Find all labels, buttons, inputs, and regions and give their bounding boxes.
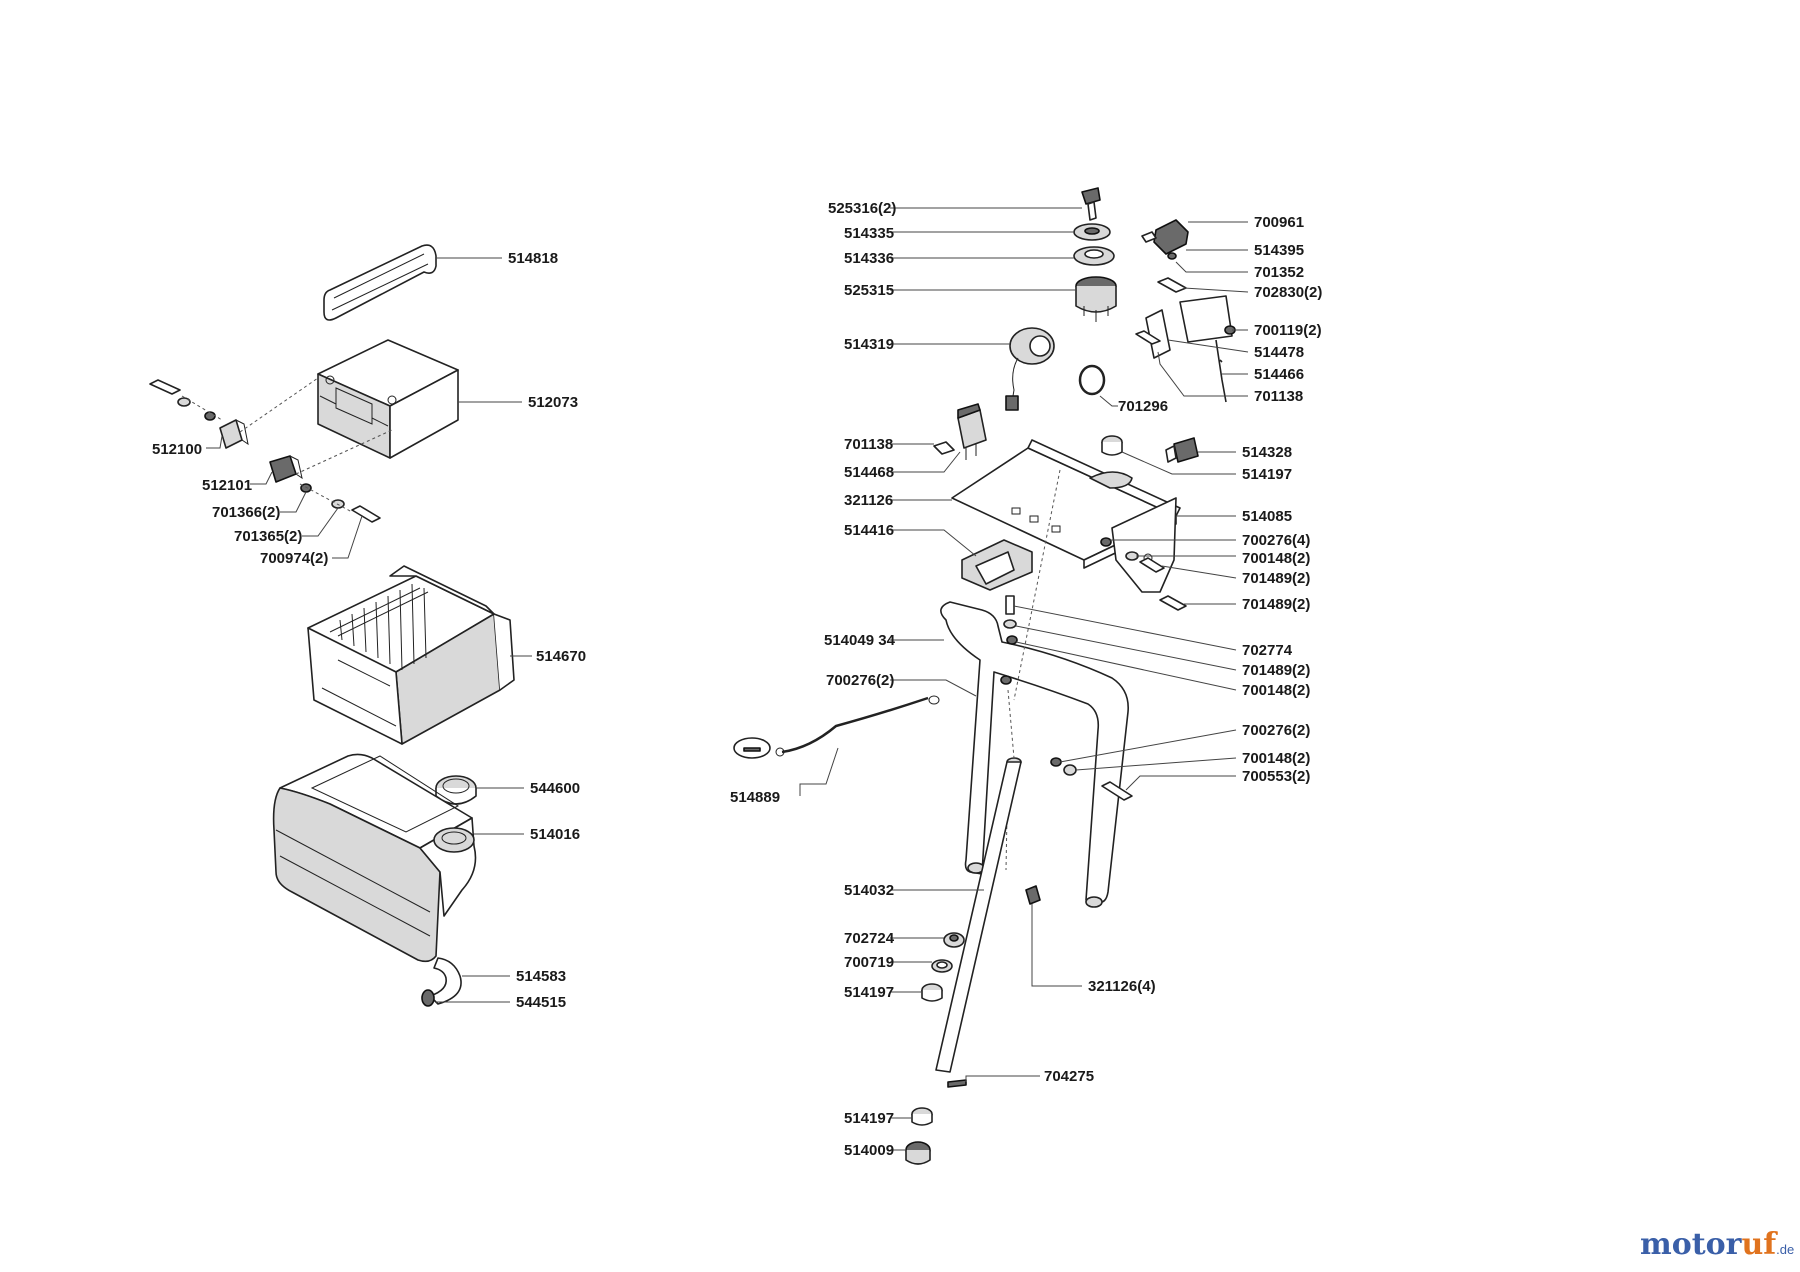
label-514049-34: 514049 34 [824, 632, 896, 649]
label-514335: 514335 [844, 225, 894, 242]
label-702774: 702774 [1242, 642, 1293, 659]
battery-strap-part [323, 244, 437, 321]
label-700276-right: 700276(2) [1242, 722, 1310, 739]
label-514009: 514009 [844, 1142, 894, 1159]
label-544515: 544515 [516, 994, 566, 1011]
end-gear-part [905, 1141, 931, 1165]
label-514032: 514032 [844, 882, 894, 899]
handle-bolts-part [1000, 595, 1018, 685]
label-514818: 514818 [508, 250, 558, 267]
label-700276-4: 700276(4) [1242, 532, 1310, 549]
label-701352: 701352 [1254, 264, 1304, 281]
label-700974: 700974(2) [260, 550, 328, 567]
ignition-washer-part [1073, 246, 1115, 266]
label-512073: 512073 [528, 394, 578, 411]
label-704275: 704275 [1044, 1068, 1094, 1085]
label-700961: 700961 [1254, 214, 1304, 231]
label-700719: 700719 [844, 954, 894, 971]
logo-text-uf: uf [1741, 1227, 1778, 1262]
label-514197-top: 514197 [1242, 466, 1292, 483]
cable-holder-part [961, 539, 1033, 591]
label-701489-a: 701489(2) [1242, 570, 1310, 587]
label-514478: 514478 [1254, 344, 1304, 361]
label-701489-b: 701489(2) [1242, 596, 1310, 613]
label-702724: 702724 [844, 930, 895, 947]
label-514328: 514328 [1242, 444, 1292, 461]
motoruf-logo: motoruf.de [1640, 1227, 1794, 1262]
label-514319: 514319 [844, 336, 894, 353]
label-701489-c: 701489(2) [1242, 662, 1310, 679]
label-514197-bottom: 514197 [844, 1110, 894, 1127]
label-512101: 512101 [202, 477, 252, 494]
ignition-switch-part [1075, 276, 1117, 322]
label-701138-left: 701138 [844, 436, 893, 453]
label-701366: 701366(2) [212, 504, 280, 521]
pin-part [947, 1079, 967, 1088]
label-514395: 514395 [1254, 242, 1304, 259]
label-700276-left: 700276(2) [826, 672, 894, 689]
ignition-key-part [1081, 187, 1101, 221]
shaft-part [935, 469, 1061, 1073]
label-321126-4: 321126(4) [1088, 978, 1156, 995]
panel-fasteners-part [1100, 537, 1187, 611]
label-514889: 514889 [730, 789, 780, 806]
label-514583: 514583 [516, 968, 566, 985]
svg-text:motoruf.de: motoruf.de [1640, 1227, 1794, 1262]
label-321126: 321126 [844, 492, 893, 509]
relay-screw-part [933, 441, 955, 455]
label-701365: 701365(2) [234, 528, 302, 545]
label-514085: 514085 [1242, 508, 1292, 525]
bushing-bottom-part [911, 1107, 933, 1126]
label-700119: 700119(2) [1254, 322, 1322, 339]
ignition-nut-part [1073, 223, 1111, 241]
label-514466: 514466 [1254, 366, 1304, 383]
logo-text-suffix: .de [1776, 1242, 1794, 1257]
part-labels: 514818 512073 512100 512101 701366(2) 70… [152, 200, 1322, 1159]
label-701138-right: 701138 [1254, 388, 1303, 405]
label-700148-b: 700148(2) [1242, 682, 1310, 699]
battery-clamp-right-part [269, 429, 393, 523]
label-514416: 514416 [844, 522, 894, 539]
switch-part [1165, 437, 1199, 463]
relay-part [957, 403, 987, 460]
label-514468: 514468 [844, 464, 894, 481]
label-702830: 702830(2) [1254, 284, 1322, 301]
label-514197-mid: 514197 [844, 984, 894, 1001]
label-701296: 701296 [1118, 398, 1168, 415]
cable-tie-part [1078, 364, 1106, 396]
shaft-bushings-part [921, 932, 965, 1002]
leader-lines [206, 207, 1249, 1151]
label-700553: 700553(2) [1242, 768, 1310, 785]
label-525315: 525315 [844, 282, 894, 299]
frame-fasteners-part [1050, 757, 1133, 801]
label-700148-a: 700148(2) [1242, 550, 1310, 567]
fuel-tank-part [272, 753, 477, 963]
battery-part [317, 339, 459, 459]
fuel-hose-part [421, 957, 462, 1007]
bracket-clip-part [1025, 885, 1041, 905]
label-525316: 525316(2) [828, 200, 896, 217]
label-514670: 514670 [536, 648, 586, 665]
label-700148-c: 700148(2) [1242, 750, 1310, 767]
buzzer-part [1005, 327, 1055, 411]
logo-text-motor: motor [1640, 1227, 1743, 1262]
label-514016: 514016 [530, 826, 580, 843]
bushing-top-part [1101, 435, 1123, 456]
throttle-lever-part [1135, 219, 1236, 403]
label-512100: 512100 [152, 441, 202, 458]
battery-clamp-left-part [149, 377, 319, 449]
ground-cable-part [733, 695, 940, 759]
battery-holder-part [307, 565, 515, 745]
label-544600: 544600 [530, 780, 580, 797]
label-514336: 514336 [844, 250, 894, 267]
